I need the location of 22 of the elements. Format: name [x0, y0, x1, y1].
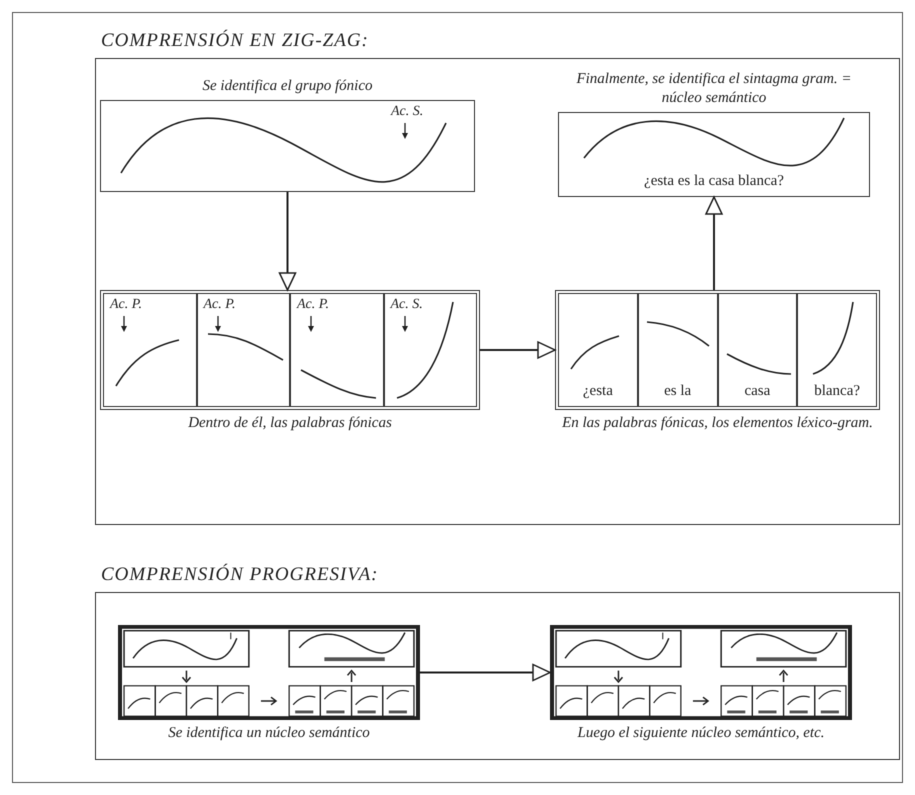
- arrow: [480, 341, 556, 359]
- arrow: [420, 664, 551, 682]
- accent-label: Ac. P.: [297, 297, 330, 313]
- word-label: ¿esta: [582, 383, 614, 400]
- word-label: casa: [743, 383, 772, 400]
- arrow: [705, 196, 723, 290]
- sentence-label: ¿esta es la casa blanca?: [643, 173, 785, 190]
- word-label: es la: [663, 383, 692, 400]
- accent-label: Ac. P.: [110, 297, 142, 313]
- box-heading: Finalmente, se identifica el sintagma gram. = núcleo semántico: [575, 70, 853, 108]
- section-title: COMPRENSIÓN EN ZIG-ZAG:: [101, 30, 369, 52]
- word-label: blanca?: [813, 383, 862, 400]
- accent-label: Ac. P.: [204, 297, 236, 313]
- node-label: En las palabras fónicas, los elementos léxico-gram.: [561, 414, 874, 433]
- box-heading: Se identifica el grupo fónico: [202, 77, 374, 96]
- accent-label: Ac. S.: [391, 104, 424, 120]
- node-label: Luego el siguiente núcleo semántico, etc.: [576, 724, 826, 743]
- arrow: [278, 192, 296, 291]
- section-title: COMPRENSIÓN PROGRESIVA:: [101, 564, 379, 586]
- accent-label: Ac. S.: [390, 297, 423, 313]
- node-label: Se identifica un núcleo semántico: [167, 724, 371, 743]
- node-label: Dentro de él, las palabras fónicas: [187, 414, 393, 433]
